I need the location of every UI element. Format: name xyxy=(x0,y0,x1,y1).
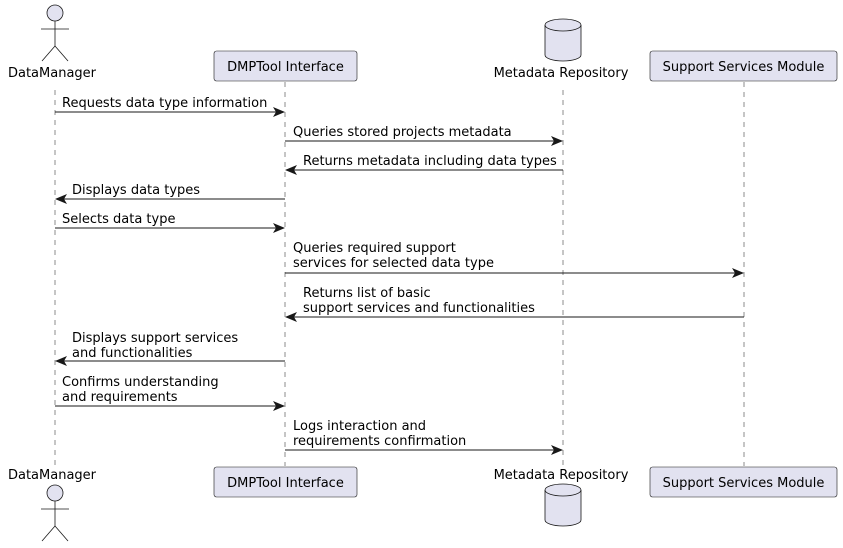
message: Selects data type xyxy=(55,212,285,233)
database-icon xyxy=(544,483,582,527)
message-label: Queries stored projects metadata xyxy=(293,125,512,140)
database-label: Metadata Repository xyxy=(494,468,629,483)
message-label: support services and functionalities xyxy=(303,301,535,316)
message-label: Requests data type information xyxy=(62,96,267,111)
arrow-left-icon xyxy=(55,194,67,204)
arrow-left-icon xyxy=(285,165,297,175)
arrow-left-icon xyxy=(285,312,297,322)
arrow-right-icon xyxy=(273,401,285,411)
message: Displays support services and functional… xyxy=(55,331,285,366)
message-label: services for selected data type xyxy=(293,256,494,271)
message-label: requirements confirmation xyxy=(293,434,466,449)
message-label: Returns list of basic xyxy=(303,286,431,301)
participant-label: DMPTool Interface xyxy=(227,476,344,491)
message: Returns list of basic support services a… xyxy=(285,286,744,322)
messages: Requests data type information Queries s… xyxy=(55,96,744,455)
message-label: Selects data type xyxy=(62,212,175,227)
actor-data-manager-bottom: DataManager xyxy=(8,468,97,542)
message: Requests data type information xyxy=(55,96,285,117)
message: Queries stored projects metadata xyxy=(285,125,563,146)
participant-label: Support Services Module xyxy=(663,476,825,491)
message-label: Displays support services xyxy=(72,331,238,346)
arrow-right-icon xyxy=(551,445,563,455)
database-metadata-repository-bottom: Metadata Repository xyxy=(494,468,629,527)
database-metadata-repository-top: Metadata Repository xyxy=(494,18,629,81)
participant-dmptool-top: DMPTool Interface xyxy=(213,50,358,82)
actor-label: DataManager xyxy=(8,66,97,81)
database-icon xyxy=(544,18,582,62)
message-label: Returns metadata including data types xyxy=(303,154,557,169)
message-label: Confirms understanding xyxy=(62,375,219,390)
actor-icon xyxy=(41,484,69,542)
message: Queries required support services for se… xyxy=(285,241,744,278)
actor-data-manager-top: DataManager xyxy=(8,4,97,81)
participant-box xyxy=(213,466,358,498)
message-label: and requirements xyxy=(62,390,178,405)
actor-icon xyxy=(41,4,69,62)
arrow-right-icon xyxy=(732,268,744,278)
actor-label: DataManager xyxy=(8,468,97,483)
arrow-right-icon xyxy=(273,107,285,117)
message-label: Logs interaction and xyxy=(293,419,426,434)
message: Returns metadata including data types xyxy=(285,154,563,175)
arrow-right-icon xyxy=(273,223,285,233)
message-label: and functionalities xyxy=(72,346,193,361)
arrow-left-icon xyxy=(55,356,67,366)
message-label: Displays data types xyxy=(72,183,200,198)
arrow-right-icon xyxy=(551,136,563,146)
message-label: Queries required support xyxy=(293,241,456,256)
message: Logs interaction and requirements confir… xyxy=(285,419,563,455)
participant-box xyxy=(213,50,358,82)
participant-dmptool-bottom: DMPTool Interface xyxy=(213,466,358,498)
participant-box xyxy=(649,50,838,82)
participant-box xyxy=(649,466,838,498)
database-label: Metadata Repository xyxy=(494,66,629,81)
participant-support-module-bottom: Support Services Module xyxy=(649,466,838,498)
participant-support-module-top: Support Services Module xyxy=(649,50,838,82)
message: Confirms understanding and requirements xyxy=(55,375,285,411)
participant-label: DMPTool Interface xyxy=(227,60,344,75)
participant-label: Support Services Module xyxy=(663,60,825,75)
message: Displays data types xyxy=(55,183,285,204)
